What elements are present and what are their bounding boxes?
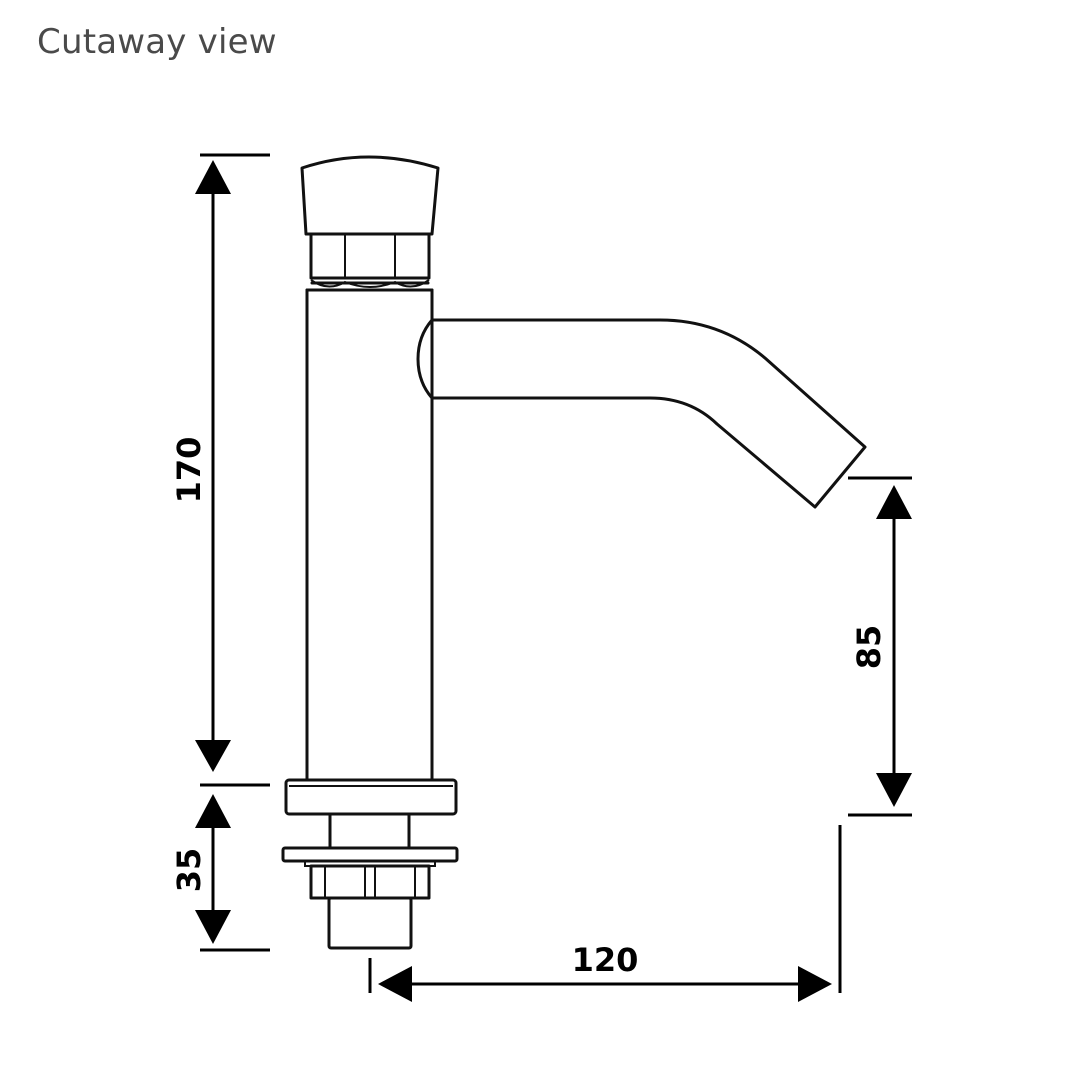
dimension-spout-reach: 120 — [368, 825, 842, 1002]
arrow-down-icon — [876, 773, 912, 807]
arrow-up-icon — [195, 160, 231, 194]
arrow-down-icon — [195, 740, 231, 772]
dimension-spout-height: 85 — [848, 476, 912, 817]
page-title: Cutaway view — [37, 22, 277, 62]
spout-height-label: 85 — [850, 625, 888, 670]
arrow-down-icon — [195, 910, 231, 944]
arrow-right-icon — [798, 966, 832, 1002]
base-flange — [284, 778, 458, 816]
spout — [430, 318, 867, 509]
fixing-shank — [281, 812, 459, 950]
hex-nut — [309, 232, 431, 288]
spout-joint — [416, 318, 434, 400]
arrow-left-icon — [378, 966, 412, 1002]
push-button-cap — [300, 155, 440, 236]
tap-body — [281, 155, 867, 950]
arrow-up-icon — [195, 794, 231, 828]
overall-height-label: 170 — [170, 437, 208, 504]
arrow-up-icon — [876, 485, 912, 519]
dimension-overall-height: 170 — [170, 153, 270, 787]
tap-column — [305, 281, 434, 782]
spout-reach-label: 120 — [572, 941, 639, 979]
base-height-label: 35 — [170, 848, 208, 893]
dimension-base-height: 35 — [170, 794, 270, 952]
